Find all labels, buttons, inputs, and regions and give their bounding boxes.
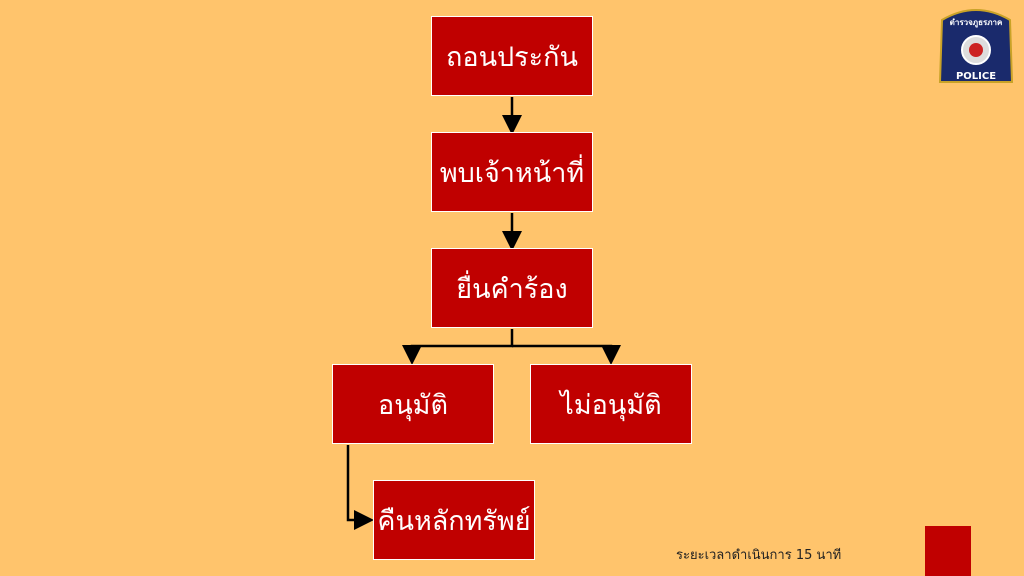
step-not-approved: ไม่อนุมัติ xyxy=(530,364,692,444)
step-withdraw-bail: ถอนประกัน xyxy=(431,16,593,96)
branch-line xyxy=(402,329,514,365)
logo-top-text: ตำรวจภูธรภาค xyxy=(950,18,1003,28)
step-approved: อนุมัติ xyxy=(332,364,494,444)
police-badge-logo: ตำรวจภูธรภาค POLICE xyxy=(938,9,1014,83)
step-meet-officer: พบเจ้าหน้าที่ xyxy=(431,132,593,212)
branch-line-right xyxy=(512,344,621,365)
decorative-red-square xyxy=(925,526,971,576)
step-submit-request: ยื่นคำร้อง xyxy=(431,248,593,328)
step-return-collateral: คืนหลักทรัพย์ xyxy=(373,480,535,560)
duration-note: ระยะเวลาดำเนินการ 15 นาที xyxy=(676,548,842,563)
logo-police-text: POLICE xyxy=(956,71,996,82)
arrow-approved-return xyxy=(346,445,374,530)
